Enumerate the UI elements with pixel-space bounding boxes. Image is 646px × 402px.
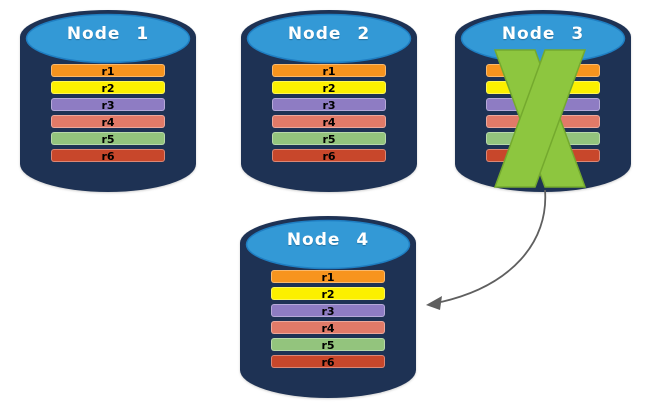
cylinder-top xyxy=(246,13,412,64)
replica-row: r3 xyxy=(272,98,386,112)
replica-row: r5 xyxy=(272,132,386,146)
replica-row: r1 xyxy=(272,64,386,78)
node-title: Node 3 xyxy=(501,24,585,44)
failure-x-icon xyxy=(493,49,587,188)
node-title: Node 2 xyxy=(287,24,371,44)
node-title: Node 4 xyxy=(286,230,370,250)
cylinder-top xyxy=(245,219,411,270)
arrow-head xyxy=(426,296,442,310)
replica-row: r4 xyxy=(272,115,386,129)
replica-rows: r1 r2 r3 r4 r5 r6 xyxy=(271,270,385,372)
cylinder-top xyxy=(25,13,191,64)
replica-row: r6 xyxy=(271,355,385,369)
replica-row: r2 xyxy=(271,287,385,301)
replica-rows: r1 r2 r3 r4 r5 r6 xyxy=(272,64,386,166)
replica-row: r1 xyxy=(51,64,165,78)
replica-row: r4 xyxy=(51,115,165,129)
replica-rows: r1 r2 r3 r4 r5 r6 xyxy=(51,64,165,166)
arrow-curve xyxy=(440,189,547,303)
replica-row: r5 xyxy=(51,132,165,146)
replica-row: r5 xyxy=(271,338,385,352)
replica-row: r3 xyxy=(271,304,385,318)
node-1: Node 1 r1 r2 r3 r4 r5 r6 xyxy=(20,7,196,193)
replica-row: r3 xyxy=(51,98,165,112)
node-title: Node 1 xyxy=(66,24,150,44)
replica-row: r1 xyxy=(271,270,385,284)
replica-row: r4 xyxy=(271,321,385,335)
replica-row: r6 xyxy=(272,149,386,163)
node-3: Node 3 r1 r2 r3 r4 r5 r6 xyxy=(455,7,631,193)
replica-row: r2 xyxy=(51,81,165,95)
failure-x-bar xyxy=(493,49,587,188)
replication-arrow xyxy=(426,189,547,310)
node-2: Node 2 r1 r2 r3 r4 r5 r6 xyxy=(241,7,417,193)
replica-row: r6 xyxy=(51,149,165,163)
replica-row: r2 xyxy=(272,81,386,95)
node-4: Node 4 r1 r2 r3 r4 r5 r6 xyxy=(240,213,416,399)
